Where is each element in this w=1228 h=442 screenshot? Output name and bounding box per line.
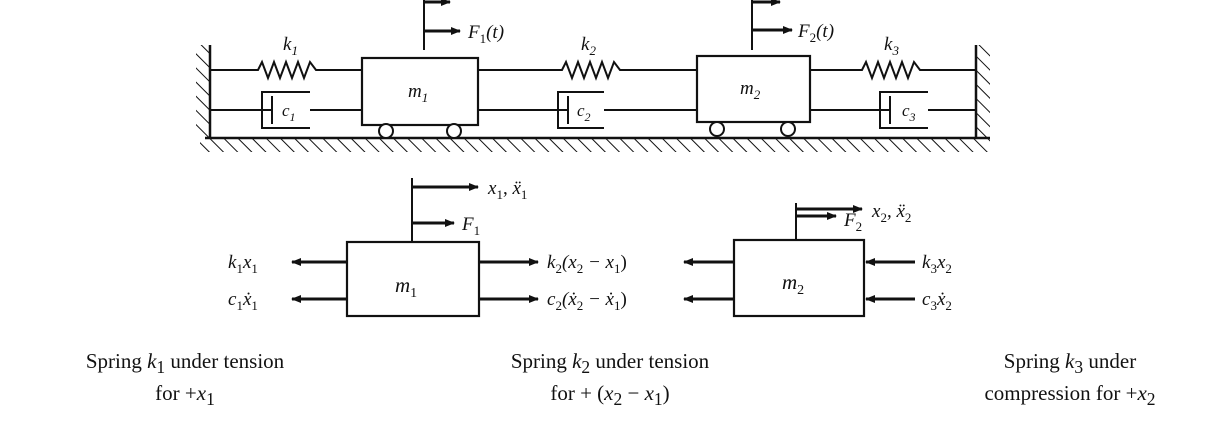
fbd-m2-box bbox=[732, 238, 866, 318]
caption-spring-k1-line1: Spring k1 under tension bbox=[85, 349, 285, 378]
fbd-m2-force-label: F2 bbox=[843, 210, 862, 234]
force-f2-label: F2(t) bbox=[797, 21, 834, 45]
mass-m2 bbox=[695, 54, 812, 137]
caption-spring-k3-line2: compression for +x2 bbox=[984, 381, 1156, 410]
ground bbox=[200, 136, 990, 152]
spring-k1-label: k1 bbox=[283, 34, 298, 58]
caption-spring-k3: Spring k3 under compression for +x2 bbox=[930, 348, 1210, 412]
spring-k1 bbox=[210, 59, 362, 81]
damper-c1-label: c1 bbox=[282, 101, 296, 124]
caption-spring-k3-line1: Spring k3 under bbox=[1003, 349, 1137, 378]
force-f2-arrow bbox=[751, 0, 793, 50]
fbd-m1-right-damper-force: c2(ẋ2 − ẋ1) bbox=[547, 289, 627, 313]
fbd-m1-right-spring-force: k2(x2 − x1) bbox=[547, 252, 627, 276]
spring-k3-label: k3 bbox=[884, 34, 899, 58]
fbd-m2-right-damper-force: c3ẋ2 bbox=[922, 289, 952, 313]
physical-system: k1 c1 m1 F1(t) k2 bbox=[196, 0, 990, 152]
free-body-m1: x1, ẍ1 F1 m1 k1x1 c1ẋ1 k2(x2 − x1) c2(ẋ2… bbox=[228, 178, 627, 318]
fbd-m1-mass-label: m1 bbox=[395, 273, 417, 301]
spring-k2-label: k2 bbox=[581, 34, 596, 58]
right-wall bbox=[974, 45, 990, 138]
left-wall bbox=[196, 45, 212, 138]
free-body-m2: x2, ẍ2 F2 m2 k3x2 c3ẋ2 bbox=[683, 201, 952, 318]
damper-c3-label: c3 bbox=[902, 101, 916, 124]
caption-spring-k2: Spring k2 under tension for + (x2 − x1) bbox=[460, 348, 760, 412]
mass-m2-label: m2 bbox=[740, 78, 761, 102]
fbd-m1-box bbox=[345, 240, 481, 318]
fbd-m2-mass-label: m2 bbox=[782, 270, 804, 298]
fbd-m2-motion-label: x2, ẍ2 bbox=[871, 201, 911, 225]
fbd-m1-left-damper-force: c1ẋ1 bbox=[228, 289, 258, 313]
mass-m1 bbox=[360, 56, 480, 139]
damper-c1 bbox=[210, 91, 362, 129]
caption-spring-k2-line1: Spring k2 under tension bbox=[510, 349, 710, 378]
fbd-m1-motion-label: x1, ẍ1 bbox=[487, 178, 527, 202]
fbd-m1-force-label: F1 bbox=[461, 214, 480, 238]
spring-k2 bbox=[478, 59, 697, 81]
caption-spring-k1-line2: for +x1 bbox=[155, 381, 215, 410]
force-f1-label: F1(t) bbox=[467, 22, 504, 46]
spring-k3 bbox=[810, 59, 976, 81]
damper-c2 bbox=[478, 91, 697, 129]
fbd-m2-right-spring-force: k3x2 bbox=[922, 252, 952, 276]
caption-spring-k1: Spring k1 under tension for +x1 bbox=[40, 348, 330, 412]
damper-c2-label: c2 bbox=[577, 101, 591, 124]
fbd-m1-left-spring-force: k1x1 bbox=[228, 252, 258, 276]
damper-c3 bbox=[810, 91, 976, 129]
caption-spring-k2-line2: for + (x2 − x1) bbox=[550, 381, 670, 410]
mass-m1-label: m1 bbox=[408, 81, 428, 105]
force-f1-arrow bbox=[423, 0, 461, 50]
